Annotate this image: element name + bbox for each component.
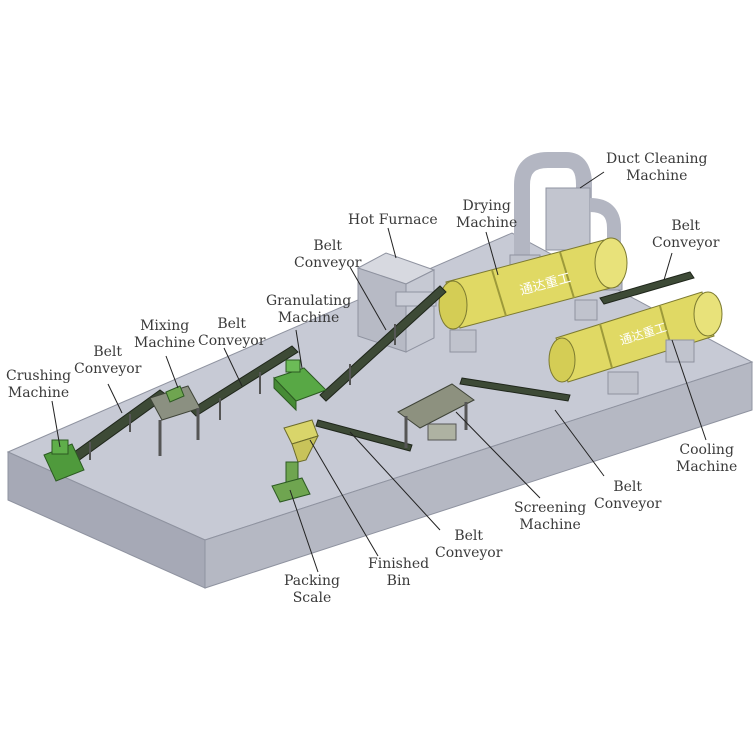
drying-machine: 通达重工: [438, 237, 628, 353]
conveyor-granulator-dryer: [319, 285, 447, 402]
conveyor-mixer-granulator: [189, 345, 299, 417]
platform: [6, 232, 754, 589]
label-hot-furnace: Hot Furnace: [348, 212, 438, 228]
screening-machine-body: [397, 383, 475, 448]
conveyors: [69, 271, 695, 462]
leader-lines: [51, 171, 707, 573]
mixing-machine-body: [149, 385, 201, 456]
conveyor-cooler-screener: [459, 377, 571, 402]
granulating-machine-body: [273, 359, 327, 412]
packing-scale-body: [271, 461, 311, 503]
conveyor-dryer-cooler: [599, 271, 695, 305]
conveyor-screener-bin: [315, 419, 413, 452]
cooling-machine: 通达重工: [548, 291, 723, 395]
platform-side: [204, 361, 753, 589]
